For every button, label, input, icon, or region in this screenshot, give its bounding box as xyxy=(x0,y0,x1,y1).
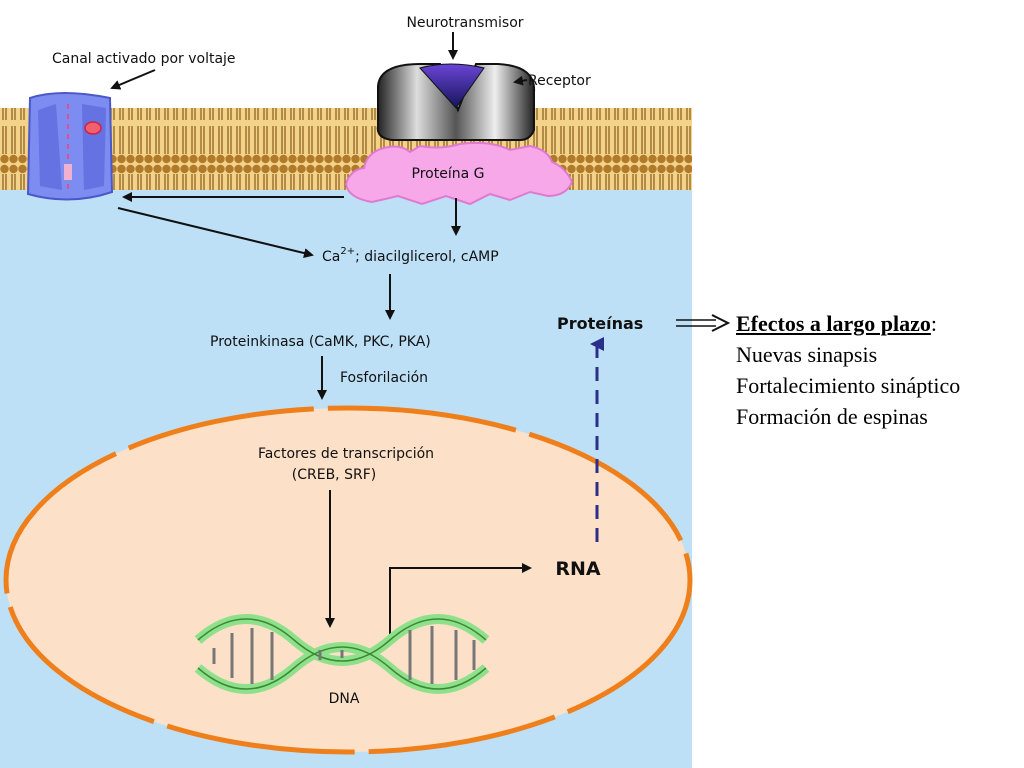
label-second-messengers: Ca2+; diacilglicerol, cAMP xyxy=(322,246,499,265)
double-arrow-proteins-effects xyxy=(676,314,731,332)
label-protein-kinase: Proteinkinasa (CaMK, PKC, PKA) xyxy=(210,334,431,350)
label-receptor: Receptor xyxy=(528,73,591,89)
nucleus xyxy=(3,405,693,755)
arrow-label-channel xyxy=(110,69,156,90)
dna-helix-icon xyxy=(194,614,490,694)
effect-item: Formación de espinas xyxy=(736,404,928,429)
cell-membrane xyxy=(0,108,692,190)
label-transcription-factors: Factores de transcripción xyxy=(258,446,434,462)
effects-colon: : xyxy=(930,311,938,336)
label-g-protein: Proteína G xyxy=(412,166,485,182)
label-voltage-channel: Canal activado por voltaje xyxy=(52,51,236,67)
label-calcium: Ca xyxy=(322,249,340,265)
effects-heading: Efectos a largo plazo xyxy=(736,311,931,336)
label-proteins: Proteínas xyxy=(557,314,643,333)
g-protein-icon xyxy=(344,141,574,206)
effects-heading-line: Efectos a largo plazo: xyxy=(736,308,1024,339)
effect-item: Fortalecimiento sináptico xyxy=(736,373,961,398)
arrow-label-receptor xyxy=(513,75,528,86)
label-rna: RNA xyxy=(555,558,601,580)
label-calcium-charge: 2+ xyxy=(340,246,355,257)
label-neurotransmitter: Neurotransmisor xyxy=(406,15,523,31)
arrow-channel-messengers xyxy=(117,207,314,258)
voltage-channel-icon xyxy=(26,92,114,201)
arrow-dna-rna xyxy=(389,563,532,634)
long-term-effects: Efectos a largo plazo: Nuevas sinapsis F… xyxy=(736,308,1024,432)
effect-item: Nuevas sinapsis xyxy=(736,342,878,367)
label-transcription-factors-names: (CREB, SRF) xyxy=(292,467,376,483)
label-phosphorylation: Fosforilación xyxy=(340,370,428,386)
label-messengers-rest: ; diacilglicerol, cAMP xyxy=(355,249,499,265)
receptor-icon xyxy=(376,63,536,141)
label-dna: DNA xyxy=(329,691,360,707)
